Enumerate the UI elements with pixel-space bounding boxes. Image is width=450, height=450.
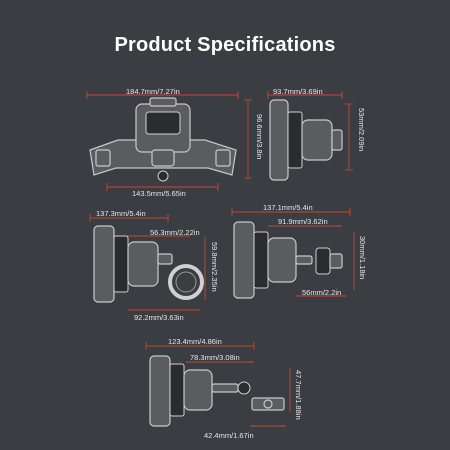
dim-handlebar-clamp: 56.3mm/2.22in xyxy=(150,228,200,237)
dim-mirror-width: 137.1mm/5.4in xyxy=(263,203,313,212)
page-title: Product Specifications xyxy=(114,34,336,56)
dim-handlebar-depth: 92.2mm/3.63in xyxy=(134,313,184,322)
ball-mount-view xyxy=(145,342,291,427)
dim-handlebar-height: 59.8mm/2.35in xyxy=(210,242,219,292)
dim-ball-depth: 78.3mm/3.08in xyxy=(190,353,240,362)
dim-mirror-base: 56mm/2.2in xyxy=(302,288,342,297)
dim-side-height: 53mm/2.09in xyxy=(357,108,366,152)
dim-side-depth: 93.7mm/3.69in xyxy=(273,87,323,96)
handlebar-mount-view xyxy=(89,214,206,311)
dim-ball-height: 47.7mm/1.88in xyxy=(294,370,303,420)
dim-top-height: 96.6mm/3.8in xyxy=(255,114,264,160)
dim-mirror-height: 30mm/1.18in xyxy=(358,236,367,280)
dim-ball-width: 123.4mm/4.86in xyxy=(168,337,222,346)
dim-handlebar-width: 137.3mm/5.4in xyxy=(96,209,146,218)
dim-ball-base: 42.4mm/1.67in xyxy=(204,431,254,440)
dim-top-width: 184.7mm/7.27in xyxy=(126,87,180,96)
mirror-mount-view xyxy=(231,208,355,299)
dim-mirror-depth: 91.9mm/3.62in xyxy=(278,217,328,226)
side-view-mount xyxy=(267,91,353,181)
front-view-mount xyxy=(86,91,252,191)
dim-top-base: 143.5mm/5.65in xyxy=(132,189,186,198)
